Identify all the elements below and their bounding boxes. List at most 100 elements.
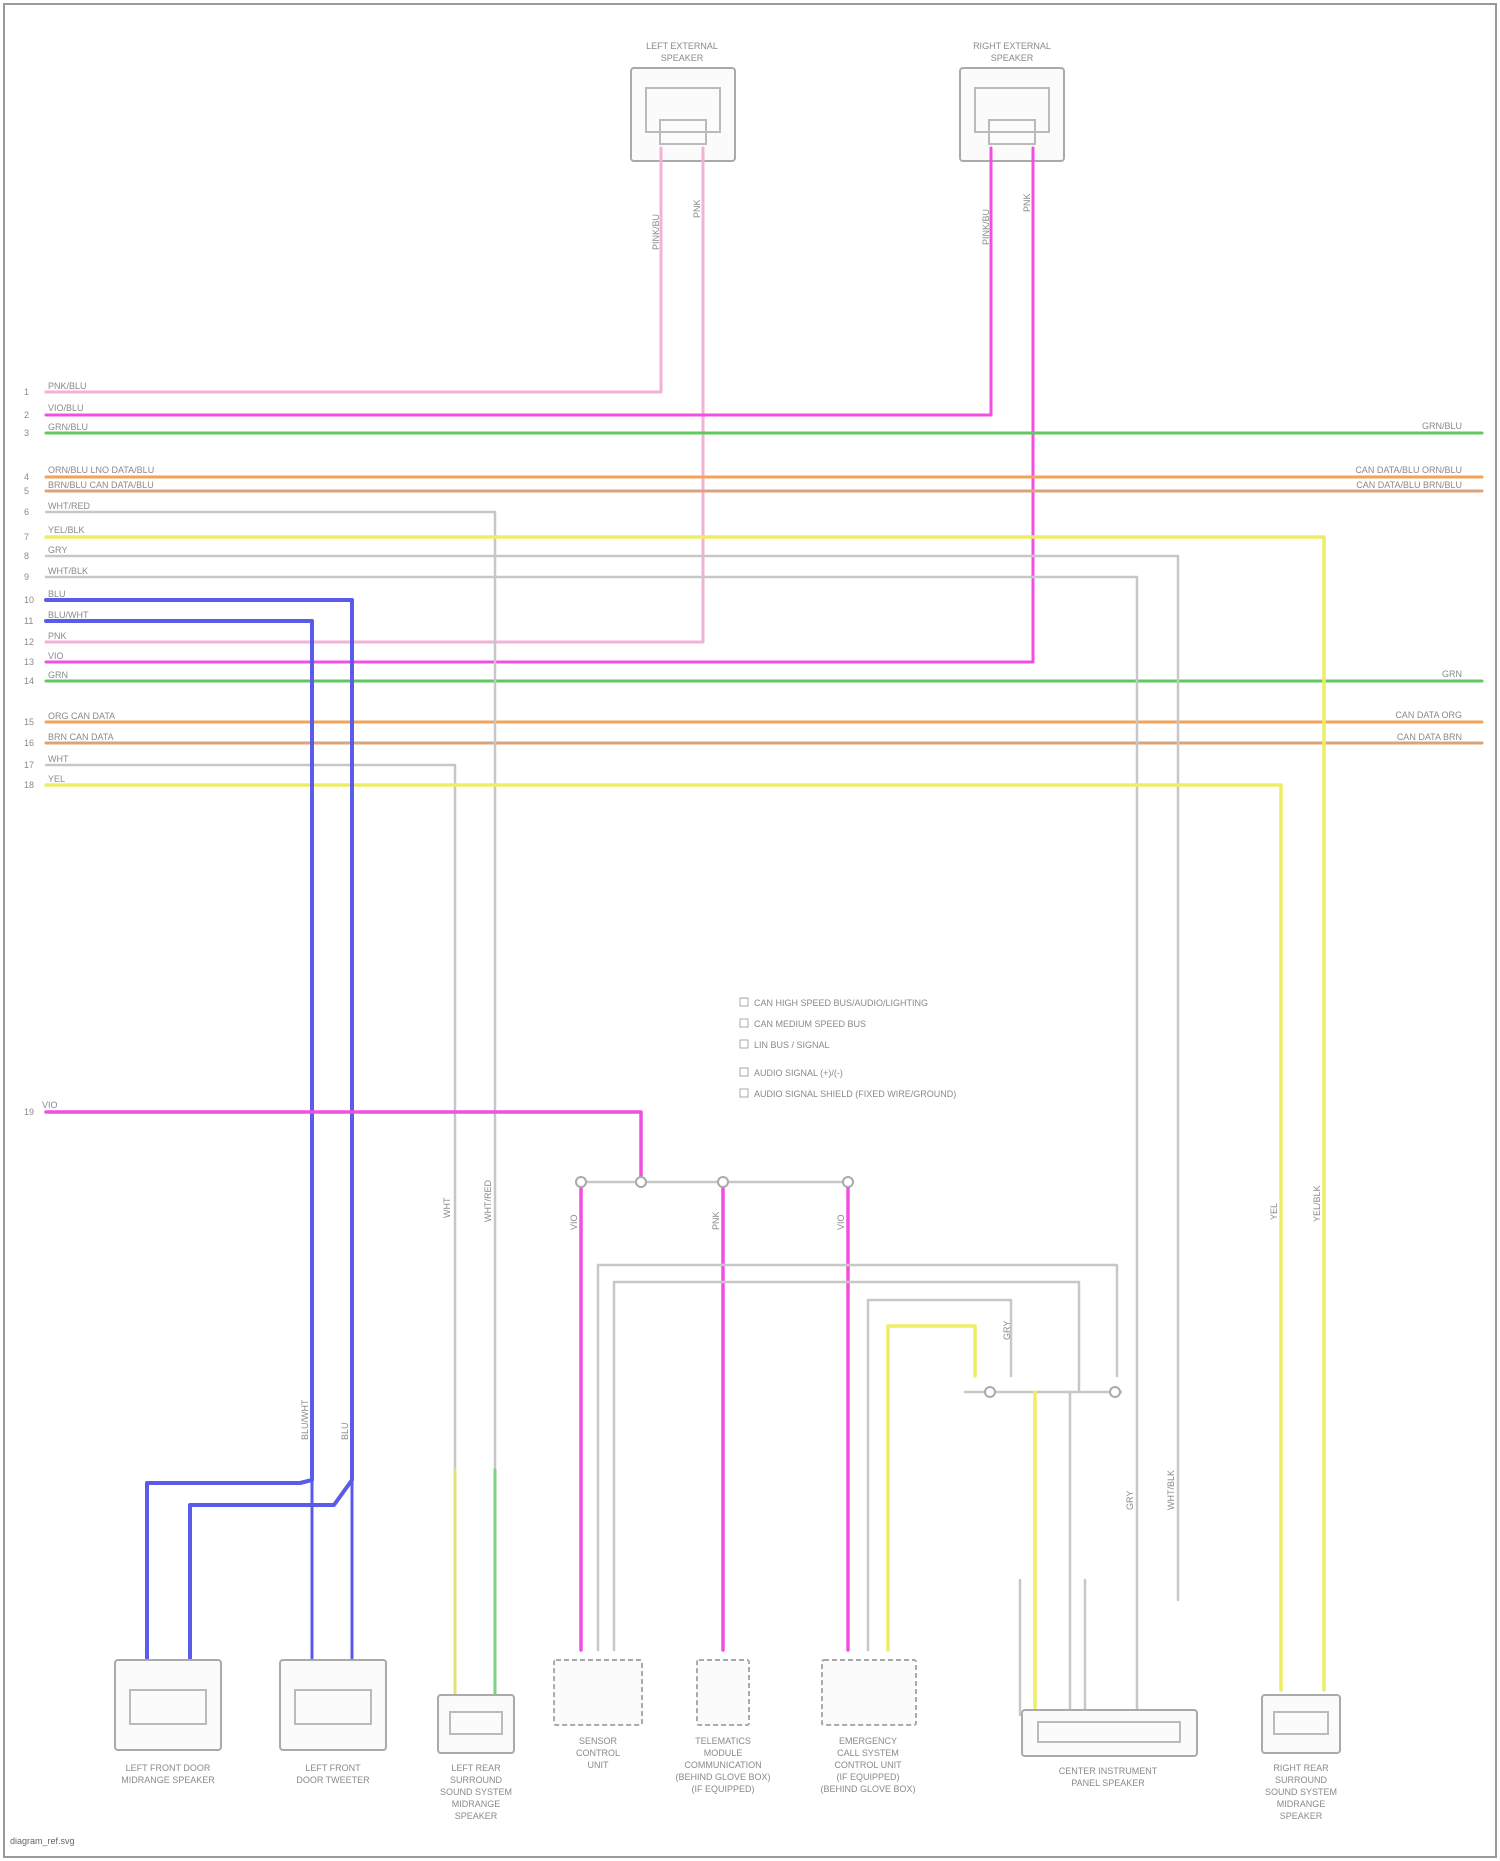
pin-number: 9 bbox=[24, 572, 29, 582]
component-label: LEFT FRONT bbox=[305, 1763, 361, 1773]
component-label: (IF EQUIPPED) bbox=[691, 1784, 754, 1794]
pin-number: 15 bbox=[24, 717, 34, 727]
wire-label: BRN/BLU CAN DATA/BLU bbox=[48, 480, 154, 490]
component-label: SPEAKER bbox=[455, 1811, 498, 1821]
wire-label: WHT/BLK bbox=[48, 566, 88, 576]
legend-item: AUDIO SIGNAL (+)/(-) bbox=[754, 1068, 843, 1078]
wire-label: BRN CAN DATA bbox=[48, 732, 114, 742]
wire-tag: YEL bbox=[1269, 1203, 1279, 1220]
wire-label: CAN DATA/BLU BRN/BLU bbox=[1356, 480, 1462, 490]
pin-number: 7 bbox=[24, 532, 29, 542]
pin-number: 17 bbox=[24, 760, 34, 770]
splice-dot bbox=[985, 1387, 995, 1397]
pin-number: 16 bbox=[24, 738, 34, 748]
wire-label: GRN bbox=[48, 670, 68, 680]
wire-tag: YEL/BLK bbox=[1312, 1185, 1322, 1222]
left-external-speaker-pin-b: PNK bbox=[692, 199, 702, 218]
component-label: MODULE bbox=[704, 1748, 743, 1758]
wire-label: CAN DATA/BLU ORN/BLU bbox=[1355, 465, 1462, 475]
wire-label: GRN bbox=[1442, 669, 1462, 679]
pin-number: 12 bbox=[24, 637, 34, 647]
wire-label: VIO/BLU bbox=[48, 403, 84, 413]
wire-label: PNK bbox=[48, 631, 67, 641]
splice-dot bbox=[1110, 1387, 1120, 1397]
legend-item: LIN BUS / SIGNAL bbox=[754, 1040, 830, 1050]
wire-tag: WHT/BLK bbox=[1166, 1470, 1176, 1510]
component-label: MIDRANGE bbox=[452, 1799, 501, 1809]
wire-label: BLU bbox=[48, 589, 66, 599]
wire-label: CAN DATA BRN bbox=[1397, 732, 1462, 742]
component-label: RIGHT REAR bbox=[1273, 1763, 1329, 1773]
legend-item: CAN MEDIUM SPEED BUS bbox=[754, 1019, 866, 1029]
right-external-speaker-label-2: SPEAKER bbox=[991, 53, 1034, 63]
pin-number: 3 bbox=[24, 428, 29, 438]
component-label: PANEL SPEAKER bbox=[1071, 1778, 1145, 1788]
wire-label: WHT/RED bbox=[48, 501, 90, 511]
wire-tag: GRY bbox=[1125, 1491, 1135, 1510]
wire-label: ORN/BLU LNO DATA/BLU bbox=[48, 465, 154, 475]
pin-number: 4 bbox=[24, 472, 29, 482]
left-external-speaker-label-1: LEFT EXTERNAL bbox=[646, 41, 718, 51]
component-label: (BEHIND GLOVE BOX) bbox=[820, 1784, 915, 1794]
wire-tag: VIO bbox=[569, 1214, 579, 1230]
wire-tag: BLU bbox=[340, 1422, 350, 1440]
legend-item: AUDIO SIGNAL SHIELD (FIXED WIRE/GROUND) bbox=[754, 1089, 956, 1099]
wire-label: GRN/BLU bbox=[1422, 421, 1462, 431]
wire-label: CAN DATA ORG bbox=[1395, 710, 1462, 720]
component-label: SURROUND bbox=[450, 1775, 503, 1785]
component-label: SPEAKER bbox=[1280, 1811, 1323, 1821]
pin-number: 18 bbox=[24, 780, 34, 790]
component-label: CONTROL bbox=[576, 1748, 620, 1758]
component-label: MIDRANGE bbox=[1277, 1799, 1326, 1809]
wire-label: BLU/WHT bbox=[48, 610, 89, 620]
component-label: SOUND SYSTEM bbox=[1265, 1787, 1337, 1797]
component-label: (IF EQUIPPED) bbox=[836, 1772, 899, 1782]
legend-item: CAN HIGH SPEED BUS/AUDIO/LIGHTING bbox=[754, 998, 928, 1008]
pin-number: 13 bbox=[24, 657, 34, 667]
splice-dot bbox=[576, 1177, 586, 1187]
wire-tag: BLU/WHT bbox=[300, 1399, 310, 1440]
pin-number: 11 bbox=[24, 616, 33, 626]
splice-dot bbox=[718, 1177, 728, 1187]
component-label: SOUND SYSTEM bbox=[440, 1787, 512, 1797]
pin-number: 6 bbox=[24, 507, 29, 517]
component-label: DOOR TWEETER bbox=[296, 1775, 370, 1785]
page-frame bbox=[4, 4, 1496, 1857]
splice-dot bbox=[843, 1177, 853, 1187]
component-label: MIDRANGE SPEAKER bbox=[121, 1775, 215, 1785]
right-external-speaker-pin-b: PNK bbox=[1022, 193, 1032, 212]
wire-label: YEL bbox=[48, 774, 65, 784]
component-label: LEFT FRONT DOOR bbox=[126, 1763, 211, 1773]
pin-number: 10 bbox=[24, 595, 34, 605]
wire-label: GRN/BLU bbox=[48, 422, 88, 432]
wire-label: VIO bbox=[42, 1100, 58, 1110]
component-label: LEFT REAR bbox=[451, 1763, 501, 1773]
component-label: CENTER INSTRUMENT bbox=[1059, 1766, 1158, 1776]
pin-number: 8 bbox=[24, 551, 29, 561]
wire-label: VIO bbox=[48, 651, 64, 661]
pin-number: 1 bbox=[24, 387, 29, 397]
pin-number: 14 bbox=[24, 676, 34, 686]
wire-tag: GRY bbox=[1002, 1321, 1012, 1340]
wire-tag: WHT/RED bbox=[483, 1180, 493, 1222]
component-label: CONTROL UNIT bbox=[834, 1760, 902, 1770]
splice-dot bbox=[636, 1177, 646, 1187]
pin-number: 5 bbox=[24, 486, 29, 496]
wire-tag: WHT bbox=[442, 1197, 452, 1218]
component-label: SURROUND bbox=[1275, 1775, 1328, 1785]
left-front-door-speaker: LEFT FRONT DOOR MIDRANGE SPEAKER bbox=[115, 1660, 221, 1785]
wire-tag: PNK bbox=[711, 1211, 721, 1230]
footer-text: diagram_ref.svg bbox=[10, 1836, 75, 1846]
wire-tag: VIO bbox=[836, 1214, 846, 1230]
wire-label: GRY bbox=[48, 545, 67, 555]
component-label: TELEMATICS bbox=[695, 1736, 751, 1746]
wire-label: WHT bbox=[48, 754, 69, 764]
wire-label: YEL/BLK bbox=[48, 525, 85, 535]
component-label: EMERGENCY bbox=[839, 1736, 897, 1746]
right-external-speaker-label-1: RIGHT EXTERNAL bbox=[973, 41, 1051, 51]
component-label: COMMUNICATION bbox=[684, 1760, 761, 1770]
pin-number: 2 bbox=[24, 410, 29, 420]
left-external-speaker-label-2: SPEAKER bbox=[661, 53, 704, 63]
wire-label: ORG CAN DATA bbox=[48, 711, 115, 721]
